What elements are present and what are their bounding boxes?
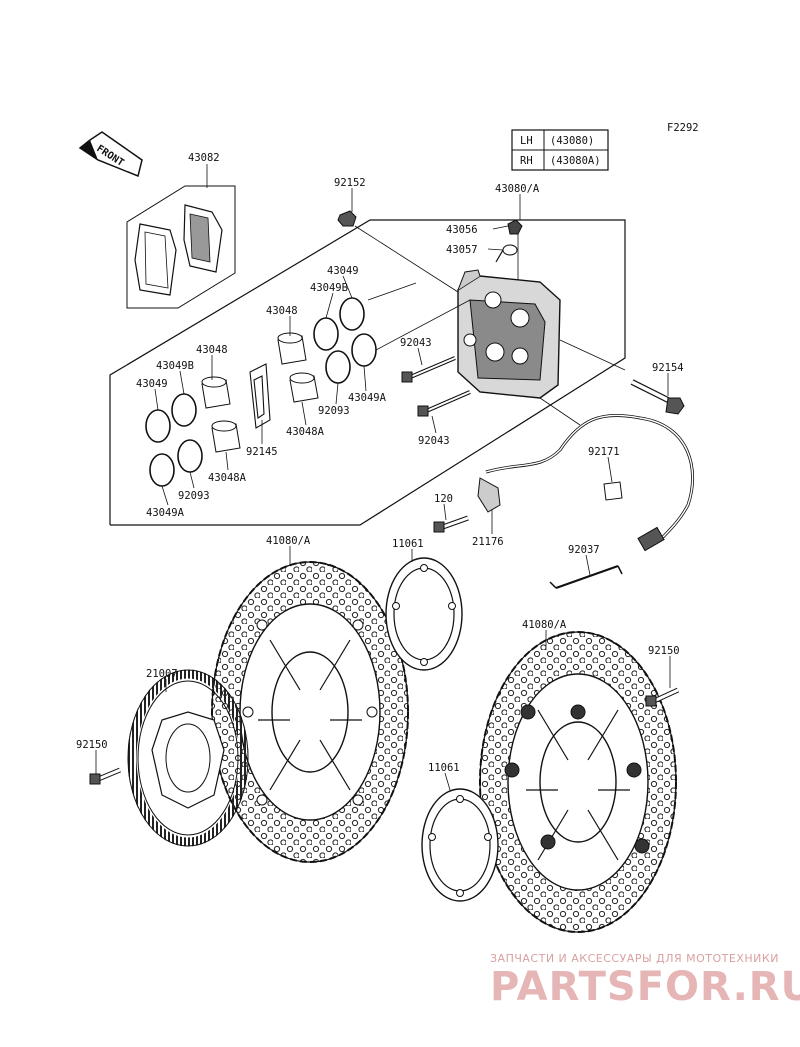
- label-92145: 92145: [246, 446, 278, 458]
- brake-caliper: [457, 269, 561, 399]
- piston-lower: [201, 376, 241, 453]
- bolt-92154: [630, 379, 685, 415]
- bleeder-valve: [507, 219, 523, 235]
- label-43056: 43056: [446, 224, 478, 236]
- label-43048a: 43048A: [208, 472, 247, 484]
- disc-shim-upper: [385, 557, 463, 671]
- piston-seals-lower: [145, 393, 203, 487]
- variant-part: (43080): [550, 135, 594, 147]
- label-92037: 92037: [568, 544, 600, 556]
- label-92150: 92150: [648, 645, 680, 657]
- label-92093: 92093: [178, 490, 210, 502]
- piston-seals-upper: [313, 297, 377, 384]
- caliper-assembly-outline: [109, 219, 626, 526]
- variant-table: LH (43080) RH (43080A): [511, 129, 609, 171]
- bolt-92152: [337, 210, 357, 227]
- bolt-120: [433, 515, 469, 533]
- bolt-92150-right: [645, 687, 680, 707]
- label-41080a: 41080/A: [522, 619, 567, 631]
- label-43048a: 43048A: [286, 426, 325, 438]
- watermark-brand: PARTSFOR.RU: [490, 964, 800, 1010]
- watermark-tagline: ЗАПЧАСТИ И АКСЕССУАРЫ ДЛЯ МОТОТЕХНИКИ: [490, 952, 779, 965]
- abs-sensor: [477, 413, 695, 552]
- clip-92037: [549, 565, 623, 589]
- label-43049b: 43049B: [156, 360, 194, 372]
- label-21007: 21007: [146, 668, 178, 680]
- brake-disc-right: [479, 631, 677, 933]
- label-92093: 92093: [318, 405, 350, 417]
- label-43049: 43049: [327, 265, 359, 277]
- variant-side: RH: [520, 155, 533, 167]
- label-11061: 11061: [392, 538, 424, 550]
- brake-disc-left: [211, 561, 409, 863]
- figure-code: F2292: [667, 122, 699, 134]
- label-43049b: 43049B: [310, 282, 348, 294]
- label-120: 120: [434, 493, 453, 505]
- bolt-92150-left: [89, 767, 121, 785]
- label-43057: 43057: [446, 244, 478, 256]
- label-11061: 11061: [428, 762, 460, 774]
- label-43049: 43049: [136, 378, 168, 390]
- variant-part: (43080A): [550, 155, 601, 167]
- abs-sensor-ring: [127, 669, 249, 847]
- label-92150: 92150: [76, 739, 108, 751]
- front-arrow-icon: FRONT: [78, 131, 143, 178]
- callout-lines: [95, 164, 671, 791]
- label-43049a: 43049A: [348, 392, 387, 404]
- label-92043: 92043: [400, 337, 432, 349]
- disc-shim-lower: [421, 788, 499, 902]
- wire-clamp: [603, 481, 623, 501]
- label-92154: 92154: [652, 362, 684, 374]
- label-43049a: 43049A: [146, 507, 185, 519]
- label-21176: 21176: [472, 536, 504, 548]
- pad-spring: [249, 363, 271, 429]
- bolt-92043: [401, 356, 471, 417]
- label-43080a: 43080/A: [495, 183, 540, 195]
- label-92171: 92171: [588, 446, 620, 458]
- piston-upper: [277, 332, 319, 403]
- label-43048: 43048: [266, 305, 298, 317]
- brake-pad-set: [126, 185, 236, 309]
- label-41080a: 41080/A: [266, 535, 311, 547]
- variant-side: LH: [520, 135, 533, 147]
- bleeder-cap: [495, 244, 518, 263]
- leader-lines: [367, 282, 626, 426]
- label-43082: 43082: [188, 152, 220, 164]
- label-92152: 92152: [334, 177, 366, 189]
- label-43048: 43048: [196, 344, 228, 356]
- label-92043: 92043: [418, 435, 450, 447]
